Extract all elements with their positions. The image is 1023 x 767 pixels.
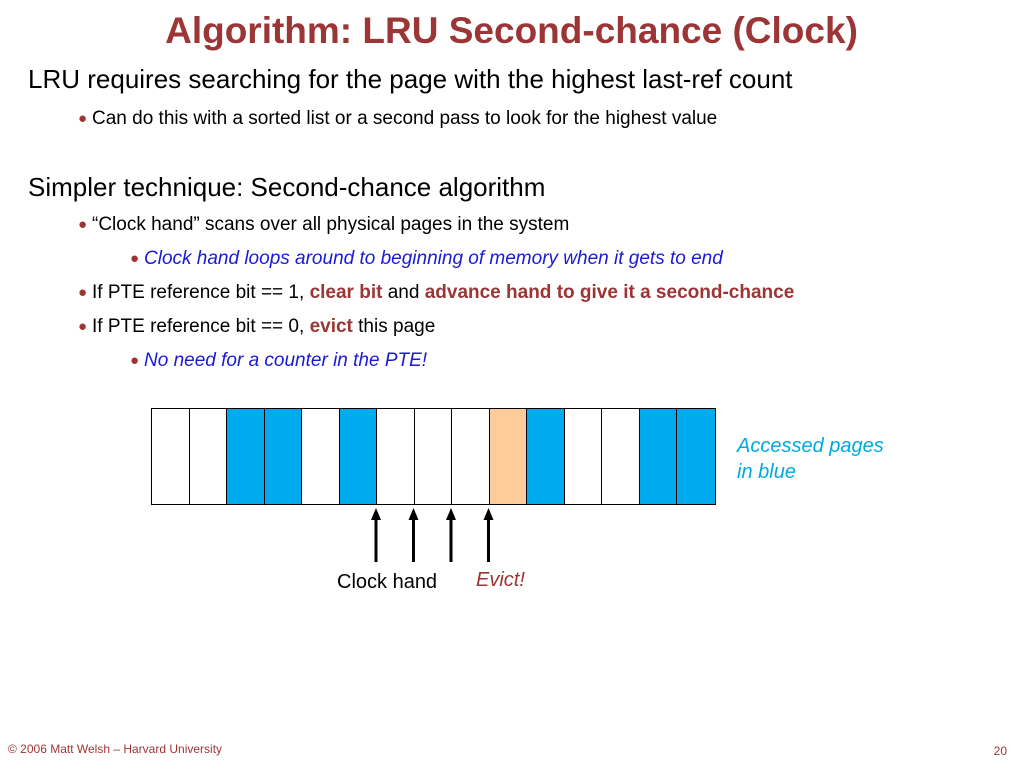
bullet-text: Can do this with a sorted list or a seco…: [92, 108, 718, 129]
page-cell-blue: [227, 409, 265, 504]
legend-line: Accessed pages: [737, 435, 884, 457]
bullet-text-pre: If PTE reference bit == 1,: [92, 282, 310, 303]
evict-label: Evict!: [476, 569, 525, 591]
bullet-dot-icon: ●: [78, 110, 88, 127]
bullet-no-counter: ●No need for a counter in the PTE!: [130, 350, 427, 372]
bullet-clock-hand-scan: ●“Clock hand” scans over all physical pa…: [78, 214, 569, 236]
bullet-text-pre: If PTE reference bit == 0,: [92, 316, 310, 337]
bullet-sorted-list: ●Can do this with a sorted list or a sec…: [78, 108, 717, 130]
highlight-advance-hand: advance hand to give it a second-chance: [424, 282, 795, 303]
page-cell-blue: [639, 409, 677, 504]
bullet-second-chance: Simpler technique: Second-chance algorit…: [28, 172, 545, 203]
bullet-text: Clock hand loops around to beginning of …: [144, 248, 723, 269]
bullet-dot-icon: ●: [130, 250, 140, 267]
physical-pages-row: [151, 408, 716, 505]
bullet-text: Simpler technique: Second-chance algorit…: [28, 172, 546, 202]
bullet-text: LRU requires searching for the page with…: [28, 64, 793, 94]
clock-hand-arrow-icon: [371, 508, 381, 562]
page-cell-blue: [339, 409, 377, 504]
clock-hand-arrow-icon: [483, 508, 494, 562]
bullet-text: No need for a counter in the PTE!: [144, 350, 428, 371]
page-cell-blue: [677, 409, 715, 504]
footer-copyright: © 2006 Matt Welsh – Harvard University: [8, 742, 223, 756]
bullet-ref-bit-one: ●If PTE reference bit == 1, clear bit an…: [78, 282, 794, 304]
page-cell-blue: [527, 409, 565, 504]
page-cell-orange: [489, 409, 527, 504]
page-cell-blue: [264, 409, 302, 504]
clock-hand-label: Clock hand: [337, 571, 438, 593]
page-cell-white: [452, 409, 490, 504]
bullet-ref-bit-zero: ●If PTE reference bit == 0, evict this p…: [78, 316, 435, 338]
clock-hand-arrow-icon: [408, 508, 419, 562]
bullet-text-mid: and: [382, 282, 425, 303]
bullet-dot-icon: ●: [78, 318, 88, 335]
page-cell-white: [414, 409, 452, 504]
page-cell-white: [189, 409, 227, 504]
bullet-text: “Clock hand” scans over all physical pag…: [92, 214, 570, 235]
page-cell-white: [152, 409, 190, 504]
bullet-dot-icon: ●: [130, 352, 140, 369]
legend-line: in blue: [737, 461, 796, 483]
bullet-clock-loops: ●Clock hand loops around to beginning of…: [130, 248, 723, 270]
clock-hand-arrow-icon: [446, 508, 456, 562]
legend: Accessed pages in blue: [737, 433, 884, 485]
bullet-text-post: this page: [352, 316, 436, 337]
bullet-lru-search: LRU requires searching for the page with…: [28, 64, 793, 95]
highlight-clear-bit: clear bit: [309, 282, 383, 303]
highlight-evict: evict: [309, 316, 353, 337]
page-cell-white: [564, 409, 602, 504]
page-cell-white: [377, 409, 415, 504]
bullet-dot-icon: ●: [78, 216, 88, 233]
page-number: 20: [993, 744, 1007, 758]
page-cell-white: [302, 409, 340, 504]
bullet-dot-icon: ●: [78, 284, 88, 301]
page-cell-white: [602, 409, 640, 504]
slide-title: Algorithm: LRU Second-chance (Clock): [165, 10, 858, 51]
